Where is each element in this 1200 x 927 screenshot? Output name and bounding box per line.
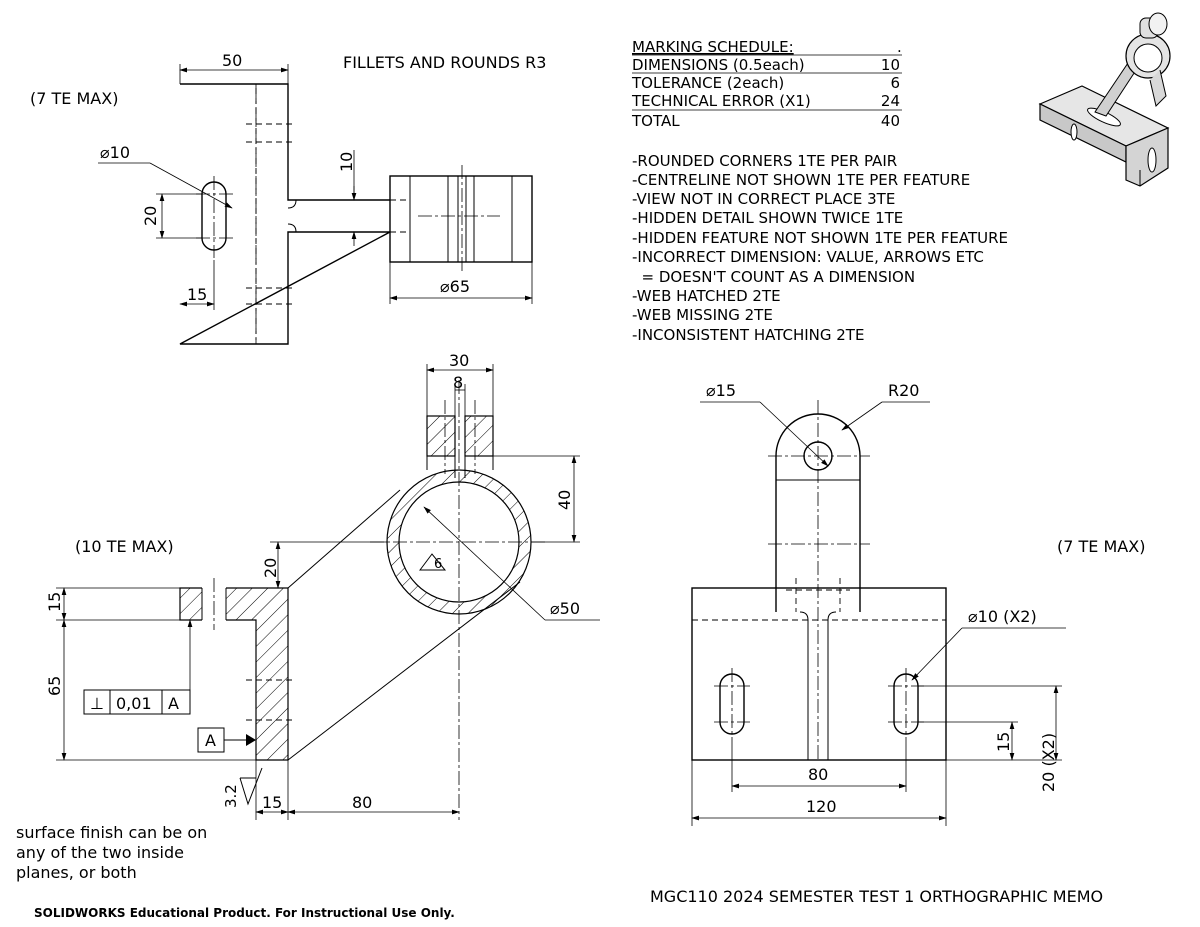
surface-finish-value: 3.2	[222, 784, 240, 808]
dim-slot-length: 20	[141, 206, 160, 226]
ring-side	[389, 175, 533, 263]
marking-schedule: MARKING SCHEDULE: . DIMENSIONS (0.5each)…	[631, 38, 902, 130]
dim-top-radius: R20	[888, 381, 919, 400]
isometric-view	[1038, 12, 1171, 187]
schedule-row-label: DIMENSIONS (0.5each)	[632, 56, 805, 74]
surface-finish-note: any of the two inside	[16, 843, 184, 862]
dim-hole-dia: ⌀15	[706, 381, 736, 400]
bracket-section	[179, 587, 289, 761]
schedule-row-value: 40	[881, 112, 900, 130]
gtol-datum: A	[168, 694, 179, 713]
dim-ring-thickness: 6	[434, 557, 442, 572]
schedule-heading-mark: .	[897, 38, 902, 56]
surface-finish-note: planes, or both	[16, 863, 137, 882]
side-view: (7 TE MAX) ⌀15 R20	[691, 381, 1145, 826]
schedule-row-label: TOTAL	[631, 112, 680, 130]
upright	[775, 413, 861, 612]
penalty-item: -INCORRECT DIMENSION: VALUE, ARROWS ETC	[632, 248, 984, 266]
dim-web-thickness: 10	[337, 152, 356, 172]
te-max-bottom-right: (7 TE MAX)	[1057, 537, 1145, 556]
penalty-list: -ROUNDED CORNERS 1TE PER PAIR -CENTRELIN…	[632, 152, 1008, 344]
dim-slot-offset: 15	[187, 285, 207, 304]
penalty-item: = DOESN'T COUNT AS A DIMENSION	[632, 268, 915, 286]
dim-slot-vert-offset: 15	[994, 732, 1013, 752]
penalty-item: -ROUNDED CORNERS 1TE PER PAIR	[632, 152, 897, 170]
dim-top-width: 50	[222, 51, 242, 70]
dim-ring-height: 40	[555, 490, 574, 510]
penalty-item: -WEB HATCHED 2TE	[632, 287, 781, 305]
dim-wall-thickness: 15	[262, 793, 282, 812]
datum-marker: A	[197, 727, 256, 753]
schedule-heading: MARKING SCHEDULE:	[632, 38, 794, 56]
dim-base-width: 120	[806, 797, 837, 816]
dim-ring-dia-side: ⌀65	[440, 277, 470, 296]
penalty-item: -VIEW NOT IN CORRECT PLACE 3TE	[632, 190, 895, 208]
section-view: (10 TE MAX) 30 8	[16, 351, 600, 882]
penalty-item: -WEB MISSING 2TE	[632, 306, 773, 324]
schedule-row-label: TECHNICAL ERROR (X1)	[631, 92, 811, 110]
dim-horizontal-reach: 80	[352, 793, 372, 812]
jaw-right	[464, 415, 494, 457]
te-max-bottom-left: (10 TE MAX)	[75, 537, 174, 556]
dim-ring-dia: ⌀50	[550, 599, 580, 618]
dim-jaw-width: 30	[449, 351, 469, 370]
gtol-frame: ⊥ 0,01 A	[83, 619, 193, 715]
dim-slot-dia-x2: ⌀10 (X2)	[968, 607, 1037, 626]
plate-outline	[179, 83, 391, 345]
penalty-item: -HIDDEN DETAIL SHOWN TWICE 1TE	[632, 209, 903, 227]
surface-finish-symbol: 3.2	[222, 767, 263, 808]
gtol-perpendicular-icon: ⊥	[90, 694, 104, 713]
dim-height: 65	[45, 676, 64, 696]
schedule-row-label: TOLERANCE (2each)	[631, 74, 784, 92]
dim-jaw-gap: 8	[453, 373, 463, 392]
penalty-item: -INCONSISTENT HATCHING 2TE	[632, 326, 864, 344]
top-view: (7 TE MAX) FILLETS AND ROUNDS R3	[30, 51, 546, 345]
dim-base-thickness: 15	[45, 592, 64, 612]
gtol-value: 0,01	[116, 694, 152, 713]
schedule-row-value: 10	[881, 56, 900, 74]
datum-label: A	[205, 731, 216, 750]
schedule-row-value: 6	[890, 74, 900, 92]
dim-ring-offset: 20	[261, 558, 280, 578]
dim-slot-length-x2: 20 (X2)	[1039, 733, 1058, 792]
penalty-item: -HIDDEN FEATURE NOT SHOWN 1TE PER FEATUR…	[632, 229, 1008, 247]
jaw-left	[426, 415, 456, 457]
schedule-row-value: 24	[881, 92, 900, 110]
fillets-note: FILLETS AND ROUNDS R3	[343, 53, 546, 72]
te-max-top-left: (7 TE MAX)	[30, 89, 118, 108]
base-plate	[691, 587, 947, 761]
surface-finish-note: surface finish can be on	[16, 823, 207, 842]
dim-slot-dia: ⌀10	[100, 143, 130, 162]
penalty-item: -CENTRELINE NOT SHOWN 1TE PER FEATURE	[632, 171, 970, 189]
drawing-title: MGC110 2024 SEMESTER TEST 1 ORTHOGRAPHIC…	[650, 887, 1103, 906]
edu-stamp: SOLIDWORKS Educational Product. For Inst…	[34, 906, 455, 920]
dim-slot-spacing: 80	[808, 765, 828, 784]
